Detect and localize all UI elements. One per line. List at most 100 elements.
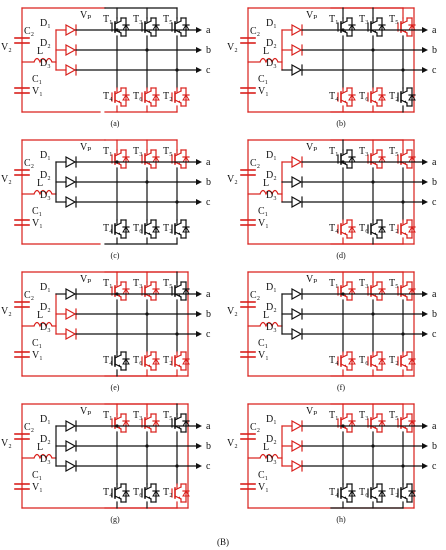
phase-arrow-b [196,179,202,185]
label-d2: D₂ [40,38,51,49]
vp-label: Vₚ [306,142,317,153]
label-t1: T₁ [329,146,339,157]
node-b [371,312,375,316]
label-b: b [432,441,437,452]
label-b: b [206,45,211,56]
phase-arrow-a [196,423,202,429]
label-t5: T₅ [389,146,399,157]
label-c: c [432,329,437,340]
phase-arrow-c [422,67,428,73]
label-t1: T₁ [103,278,113,289]
label-t2: T₂ [389,487,399,498]
switch-t3 [367,281,386,301]
caption: (e) [111,383,120,392]
phase-arrow-c [422,331,428,337]
caption: (a) [111,119,120,128]
label-t5: T₅ [389,14,399,25]
vp-label: Vₚ [80,142,91,153]
label-d3: D₃ [266,190,277,201]
label-a: a [432,157,437,168]
c1-label: C₁ [258,470,268,481]
diode-d1 [65,23,77,37]
label-t2: T₂ [163,355,173,366]
phase-arrow-b [422,443,428,449]
switch-t3 [141,281,160,301]
label-d3: D₃ [40,190,51,201]
diode-d3 [291,459,303,473]
c1-label: C₁ [32,206,42,217]
phase-arrow-a [422,291,428,297]
diode-d3 [65,195,77,209]
vp-label: Vₚ [80,406,91,417]
switch-t2 [171,351,190,371]
figure-label: (B) [217,537,229,547]
v2-label: V₂ [1,306,12,317]
label-t4: T₄ [329,487,339,498]
label-a: a [206,289,211,300]
label-t5: T₅ [163,14,173,25]
label-d2: D₂ [266,302,277,313]
phase-arrow-c [196,463,202,469]
switch-t6 [141,87,160,107]
label-t4: T₄ [329,355,339,366]
v1-label: V₁ [258,350,269,361]
label-d3: D₃ [266,454,277,465]
label-t5: T₅ [163,410,173,421]
diode-d2 [65,439,77,453]
node-c [175,68,179,72]
label-b: b [432,45,437,56]
label-b: b [432,177,437,188]
v2-label: V₂ [227,438,238,449]
label-t3: T₃ [359,146,369,157]
diode-d2 [65,43,77,57]
label-d1: D₁ [40,150,51,161]
label-t3: T₃ [133,278,143,289]
phase-arrow-a [422,159,428,165]
vp-label: Vₚ [80,274,91,285]
phase-arrow-b [422,311,428,317]
inductor [33,57,53,64]
switch-t5 [171,17,190,37]
label-d2: D₂ [266,170,277,181]
phase-arrow-b [196,311,202,317]
label-a: a [432,289,437,300]
switch-t6 [367,351,386,371]
caption: (b) [336,119,346,128]
c1-label: C₁ [32,470,42,481]
inductor [259,453,279,460]
label-c: c [206,197,211,208]
switch-t6 [141,219,160,239]
switch-t6 [367,87,386,107]
switch-t4 [111,219,130,239]
c1-label: C₁ [32,338,42,349]
label-d3: D₃ [266,58,277,69]
node-b [145,48,149,52]
node-a [341,160,345,164]
v1-label: V₁ [32,350,43,361]
switch-t3 [141,149,160,169]
l-label: L [263,178,269,189]
switch-t1 [337,413,356,433]
label-t1: T₁ [103,14,113,25]
diode-d1 [291,287,303,301]
label-t4: T₄ [103,223,113,234]
label-t6: T₆ [359,355,369,366]
caption: (h) [336,515,346,524]
label-a: a [432,421,437,432]
label-d1: D₁ [266,150,277,161]
label-d1: D₁ [40,282,51,293]
v2-label: V₂ [1,174,12,185]
c1-label: C₁ [258,74,268,85]
label-t2: T₂ [389,355,399,366]
switch-t6 [141,351,160,371]
label-a: a [432,25,437,36]
diode-d3 [65,63,77,77]
switch-t1 [111,281,130,301]
phase-arrow-a [422,423,428,429]
label-b: b [206,441,211,452]
caption: (d) [336,251,346,260]
